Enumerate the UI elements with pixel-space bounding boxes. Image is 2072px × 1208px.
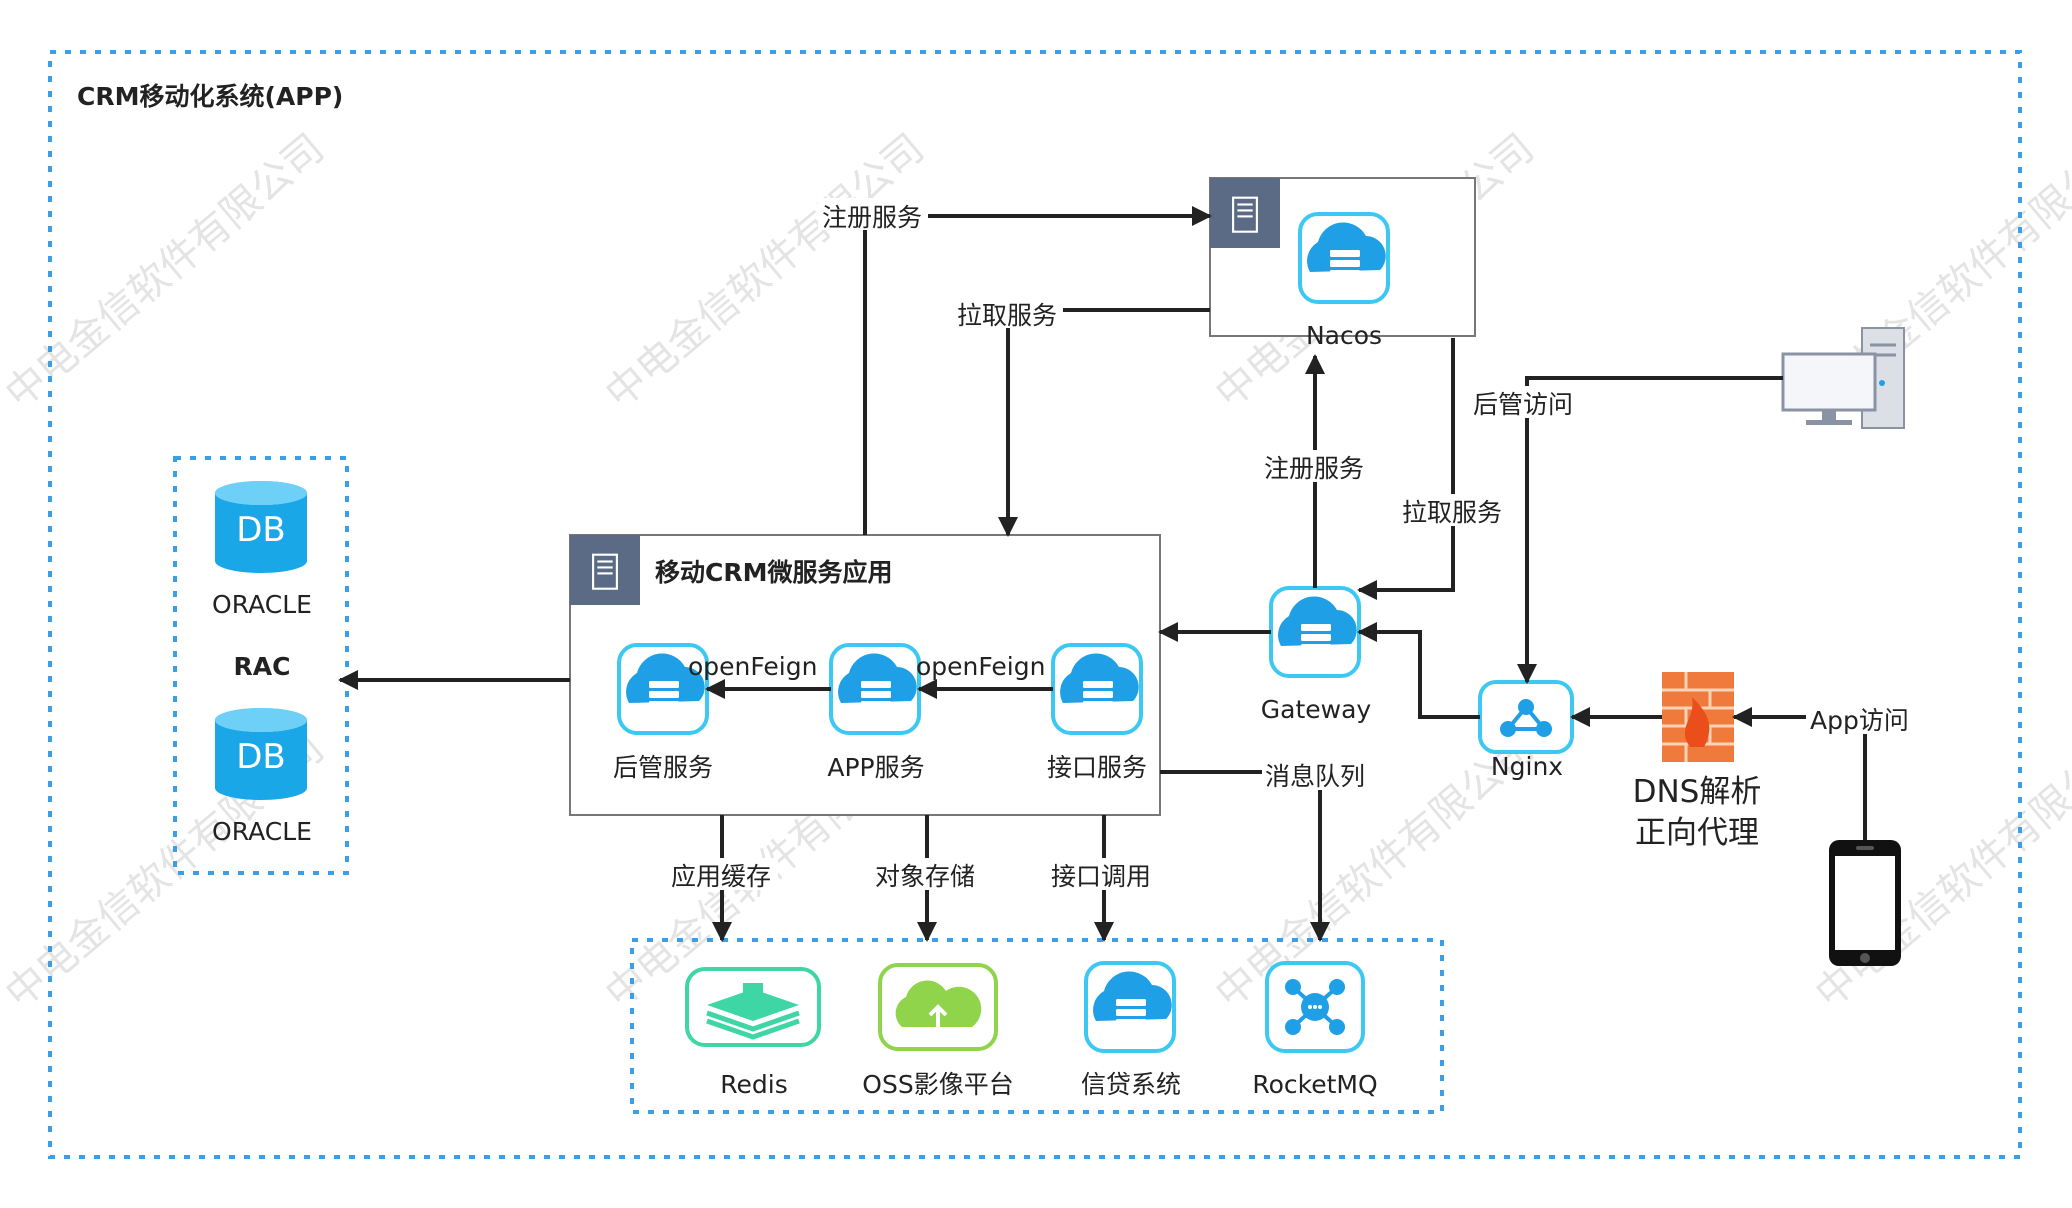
svg-text:DB: DB <box>236 737 286 777</box>
edge-label-object-storage: 对象存储 <box>875 862 975 891</box>
edge-label-pull-gateway: 拉取服务 <box>1402 498 1502 527</box>
backend-group <box>630 938 1444 1114</box>
nginx-icon <box>1478 680 1574 754</box>
edge-label-openfeign-1: openFeign <box>688 652 817 681</box>
gateway-icon <box>1271 588 1359 676</box>
nginx-label: Nginx <box>1491 752 1563 781</box>
oracle-label-2: ORACLE <box>212 817 312 846</box>
oracle-label-1: ORACLE <box>212 590 312 619</box>
admin-service-label: 后管服务 <box>613 753 713 782</box>
redis-label: Redis <box>720 1070 787 1099</box>
system-title: CRM移动化系统(APP) <box>77 82 343 111</box>
edge-label-api-call: 接口调用 <box>1051 862 1151 891</box>
edge-label-layer: 注册服务 拉取服务 注册服务 拉取服务 后管访问 App访问 openFeign… <box>668 198 1914 891</box>
nacos-cloud-icon <box>1300 214 1388 302</box>
microservice-title: 移动CRM微服务应用 <box>655 558 892 587</box>
gateway-label: Gateway <box>1261 695 1372 724</box>
edge-label-message-queue: 消息队列 <box>1265 762 1365 791</box>
rocketmq-label: RocketMQ <box>1252 1070 1377 1099</box>
oracle-db-icon-2: DB <box>215 708 307 800</box>
edge-label-admin-access: 后管访问 <box>1473 390 1573 419</box>
database-group <box>173 456 349 875</box>
mobile-phone-icon <box>1829 840 1901 966</box>
oracle-db-icon-1: DB <box>215 481 307 573</box>
svg-text:DB: DB <box>236 510 286 550</box>
api-service-icon <box>1053 645 1141 733</box>
oss-icon <box>878 963 998 1051</box>
edge-register-to-nacos <box>863 206 1212 535</box>
redis-icon <box>685 967 821 1047</box>
rac-label: RAC <box>234 652 291 681</box>
edge-label-register-gateway: 注册服务 <box>1264 454 1364 483</box>
edge-label-app-access: App访问 <box>1810 706 1909 735</box>
system-boundary <box>48 50 2022 1159</box>
oss-label: OSS影像平台 <box>862 1070 1013 1099</box>
desktop-computer-icon <box>1781 327 1905 429</box>
firewall-icon <box>1662 672 1734 762</box>
rocketmq-icon <box>1265 961 1365 1053</box>
app-service-icon <box>831 645 919 733</box>
edge-pull-from-nacos <box>998 308 1210 537</box>
edge-gateway-pull <box>1357 338 1455 600</box>
edge-label-pull-top: 拉取服务 <box>957 301 1057 330</box>
credit-system-label: 信贷系统 <box>1081 1070 1181 1099</box>
microservice-server-icon <box>583 546 627 595</box>
edge-label-register-top: 注册服务 <box>822 203 922 232</box>
dns-label-line1: DNS解析 <box>1633 774 1762 810</box>
api-service-label: 接口服务 <box>1047 753 1147 782</box>
edge-label-openfeign-2: openFeign <box>916 652 1045 681</box>
edge-label-app-cache: 应用缓存 <box>671 862 771 891</box>
credit-system-icon <box>1086 963 1174 1051</box>
dns-label-line2: 正向代理 <box>1635 815 1759 851</box>
nacos-server-icon <box>1223 189 1267 238</box>
svg-text:中电金信软件有限公司: 中电金信软件有限公司 <box>597 125 933 417</box>
edge-admin-access <box>1517 376 1783 684</box>
edge-nginx-to-gateway <box>1357 622 1480 719</box>
app-service-label: APP服务 <box>827 753 924 782</box>
nacos-label: Nacos <box>1306 321 1382 350</box>
